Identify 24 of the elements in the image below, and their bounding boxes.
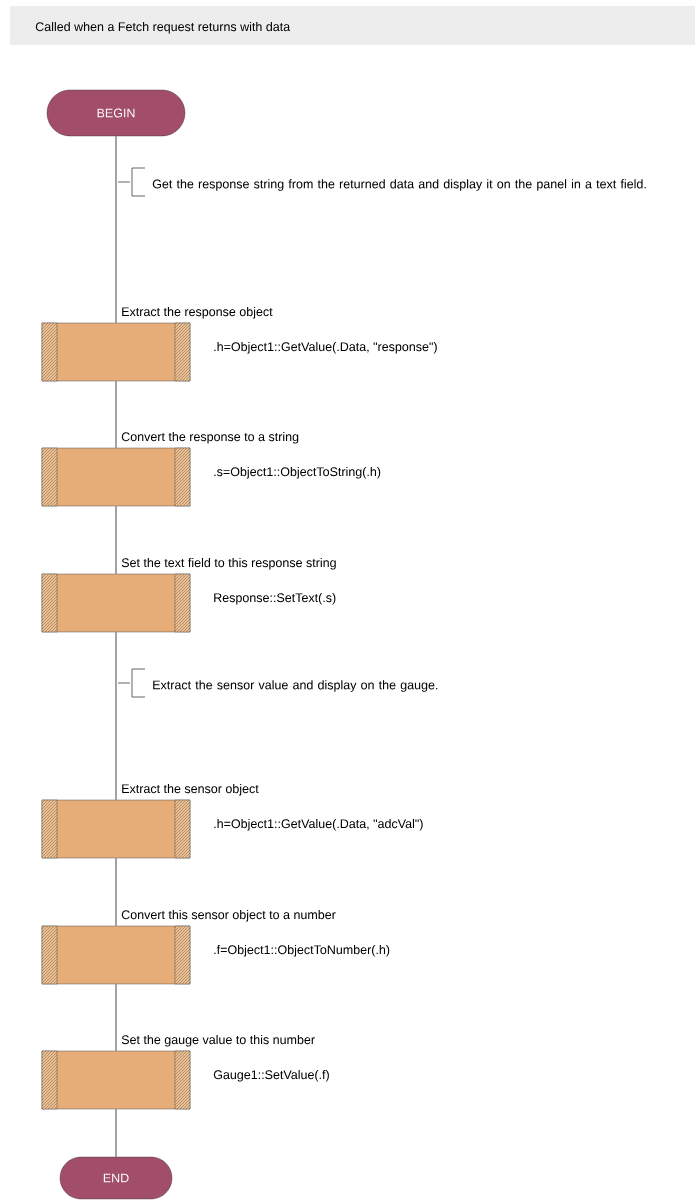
code-text: .f=Object1::ObjectToNumber(.h) bbox=[214, 944, 390, 957]
flow-line bbox=[115, 983, 117, 1052]
step-heading: Extract the response object bbox=[122, 306, 273, 319]
step-heading: Set the gauge value to this number bbox=[121, 1034, 315, 1047]
code-text: Gauge1::SetValue(.f) bbox=[213, 1069, 329, 1082]
flow-line bbox=[115, 857, 117, 927]
flow-line bbox=[115, 631, 117, 801]
terminal-pill: END bbox=[59, 1156, 173, 1200]
step-heading: Set the text field to this response string bbox=[121, 557, 336, 570]
flow-line bbox=[115, 1108, 117, 1158]
code-text: .h=Object1::GetValue(.Data, "adcVal") bbox=[214, 818, 423, 831]
code-text: .h=Object1::GetValue(.Data, "response") bbox=[214, 341, 437, 354]
step-heading: Extract the sensor object bbox=[122, 783, 259, 796]
flow-line bbox=[115, 380, 117, 449]
title-bar: Called when a Fetch request returns with data bbox=[10, 6, 695, 45]
comment-text: Get the response string from the returned data and display it on the panel in a text field. bbox=[152, 179, 646, 191]
flow-line bbox=[115, 135, 117, 324]
flow-line bbox=[115, 505, 117, 575]
code-text: Response::SetText(.s) bbox=[214, 592, 336, 605]
step-heading: Convert this sensor object to a number bbox=[121, 909, 336, 922]
step-heading: Convert the response to a string bbox=[121, 431, 299, 444]
comment-text: Extract the sensor value and display on the gauge. bbox=[153, 680, 438, 692]
terminal-pill: BEGIN bbox=[46, 89, 186, 137]
code-text: .s=Object1::ObjectToString(.h) bbox=[214, 466, 381, 479]
